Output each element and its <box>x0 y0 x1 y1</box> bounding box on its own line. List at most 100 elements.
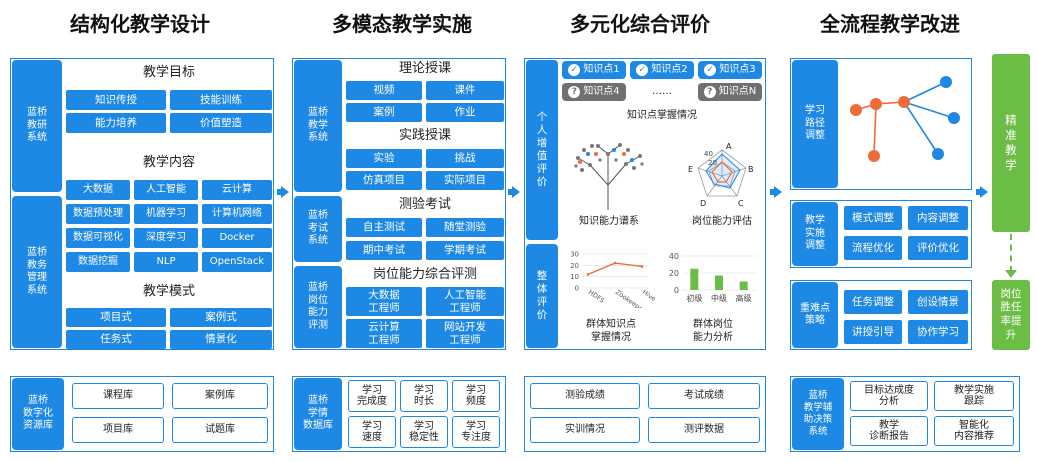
dashed-connector <box>1010 234 1012 272</box>
x-tick-label: 初级 <box>686 293 702 303</box>
learning-metric-item: 学习 稳定性 <box>400 416 448 448</box>
practice-title: 实践授课 <box>398 127 451 143</box>
content-item: NLP <box>134 252 198 272</box>
data-point <box>640 265 644 268</box>
job-item: 人工智能 工程师 <box>426 287 504 316</box>
theory-item: 课件 <box>426 81 504 100</box>
radar-axis-label: A <box>726 142 732 151</box>
objective-item: 价值塑造 <box>170 113 272 133</box>
objective-item: 知识传授 <box>66 90 166 110</box>
impl-item: 评价优化 <box>908 236 968 260</box>
flow-arrow <box>770 186 782 198</box>
mode-item: 案例式 <box>170 308 272 327</box>
content-item: 云计算 <box>202 180 272 200</box>
mode-title: 教学模式 <box>142 283 195 299</box>
content-item: 大数据 <box>66 180 130 200</box>
y-tick-label: 20 <box>570 262 579 270</box>
title-process-improvement: 全流程教学改进 <box>820 11 960 36</box>
bar <box>715 275 723 290</box>
flow-arrow <box>508 186 520 198</box>
objective-item: 技能训练 <box>170 90 272 110</box>
flow-arrow <box>277 186 289 198</box>
group-job-label: 群体岗位 能力分析 <box>693 319 733 343</box>
check-icon: ✓ <box>704 64 717 76</box>
case-library: 案例库 <box>172 383 268 409</box>
key-item: 讲授引导 <box>844 320 902 344</box>
quiz-scores: 测验成绩 <box>530 383 640 409</box>
jiaoyan-system-label: 蓝桥 教研 系统 <box>12 60 62 192</box>
overall-eval-label: 整 体 评 价 <box>526 244 558 348</box>
objective-item: 能力培养 <box>66 113 166 133</box>
project-library: 项目库 <box>72 417 164 443</box>
knowledge-tag: ✓知识点1 <box>562 61 626 79</box>
course-library: 课程库 <box>72 383 164 409</box>
theory-item: 作业 <box>426 103 504 122</box>
knowledge-tag-label: 知识点N <box>718 86 757 98</box>
content-item: 人工智能 <box>134 180 198 200</box>
radar-chart-icon: A B C D E 40 20 <box>688 142 754 208</box>
content-item: Docker <box>202 228 272 248</box>
radar-axis-label: E <box>688 165 693 174</box>
learning-metric-item: 学习 完成度 <box>348 380 396 412</box>
precise-teaching-box: 精 准 教 学 <box>992 54 1030 232</box>
y-tick-label: 0 <box>674 286 679 295</box>
graph-label: 知识能力谱系 <box>579 216 639 228</box>
knowledge-tag-ellipsis: …… <box>652 86 672 98</box>
radar-label: 岗位能力评估 <box>692 216 752 228</box>
y-tick-label: 30 <box>570 251 579 259</box>
content-item: OpenStack <box>202 252 272 272</box>
key-item: 创设情景 <box>908 290 968 314</box>
knowledge-tree-icon <box>574 143 644 210</box>
key-item: 任务调整 <box>844 290 902 314</box>
practice-item: 实际项目 <box>426 171 504 190</box>
exam-system-label: 蓝桥 考试 系统 <box>294 196 342 262</box>
radar-axis-label: B <box>748 165 754 174</box>
content-item: 机器学习 <box>134 204 198 224</box>
x-tick-label: Hive <box>641 288 656 303</box>
practice-item: 挑战 <box>426 149 504 168</box>
exam-scores: 考试成绩 <box>648 383 760 409</box>
exam-item: 期中考试 <box>346 241 422 260</box>
key-strategy-label: 重难点 策略 <box>792 282 838 348</box>
question-icon: ? <box>568 86 581 98</box>
assessment-data: 测评数据 <box>648 417 760 443</box>
path-adjust-label: 学习 路径 调整 <box>792 60 838 188</box>
data-point <box>586 273 590 276</box>
learning-metric-item: 学习 专注度 <box>452 416 500 448</box>
content-item: 深度学习 <box>134 228 198 248</box>
evaluation-panel <box>524 58 766 350</box>
theory-item: 视频 <box>346 81 422 100</box>
key-item: 协作学习 <box>908 320 968 344</box>
practice-item: 实验 <box>346 149 422 168</box>
personal-eval-label: 个 人 增 值 评 价 <box>526 60 558 240</box>
resource-library-label: 蓝桥 数字化 资源库 <box>12 378 64 450</box>
content-item: 数据可视化 <box>66 228 130 248</box>
learning-database-label: 蓝桥 学情 数据库 <box>294 378 342 450</box>
y-tick-label: 10 <box>570 273 579 281</box>
exam-item: 自主测试 <box>346 218 422 237</box>
group-job-bar-chart: 40200初级中级高级 <box>669 252 756 303</box>
knowledge-tag: ?知识点4 <box>562 83 626 101</box>
y-tick-label: 0 <box>575 285 579 293</box>
knowledge-tag: ✓知识点2 <box>630 61 694 79</box>
bar <box>690 268 699 290</box>
title-diverse-evaluation: 多元化综合评价 <box>570 11 710 36</box>
practice-item: 仿真项目 <box>346 171 422 190</box>
content-item: 数据预处理 <box>66 204 130 224</box>
title-multimodal-teaching: 多模态教学实施 <box>332 11 472 36</box>
mode-item: 任务式 <box>66 330 166 349</box>
learning-path-graph-icon <box>850 76 960 162</box>
content-item: 计算机网络 <box>202 204 272 224</box>
knowledge-tag-label: 知识点3 <box>719 64 756 76</box>
mastery-label: 知识点掌握情况 <box>627 110 697 122</box>
down-arrow-icon <box>1005 270 1017 278</box>
mode-item: 情景化 <box>170 330 272 349</box>
impl-item: 流程优化 <box>844 236 902 260</box>
objectives-title: 教学目标 <box>142 64 195 80</box>
knowledge-tag: ✓知识点3 <box>698 61 762 79</box>
job-eval-system-label: 蓝桥 岗位 能力 评测 <box>294 266 342 348</box>
impl-adjust-label: 教学 实施 调整 <box>792 202 838 266</box>
job-item: 大数据 工程师 <box>346 287 422 316</box>
knowledge-tag-label: 知识点2 <box>651 64 688 76</box>
content-title: 教学内容 <box>142 154 195 170</box>
